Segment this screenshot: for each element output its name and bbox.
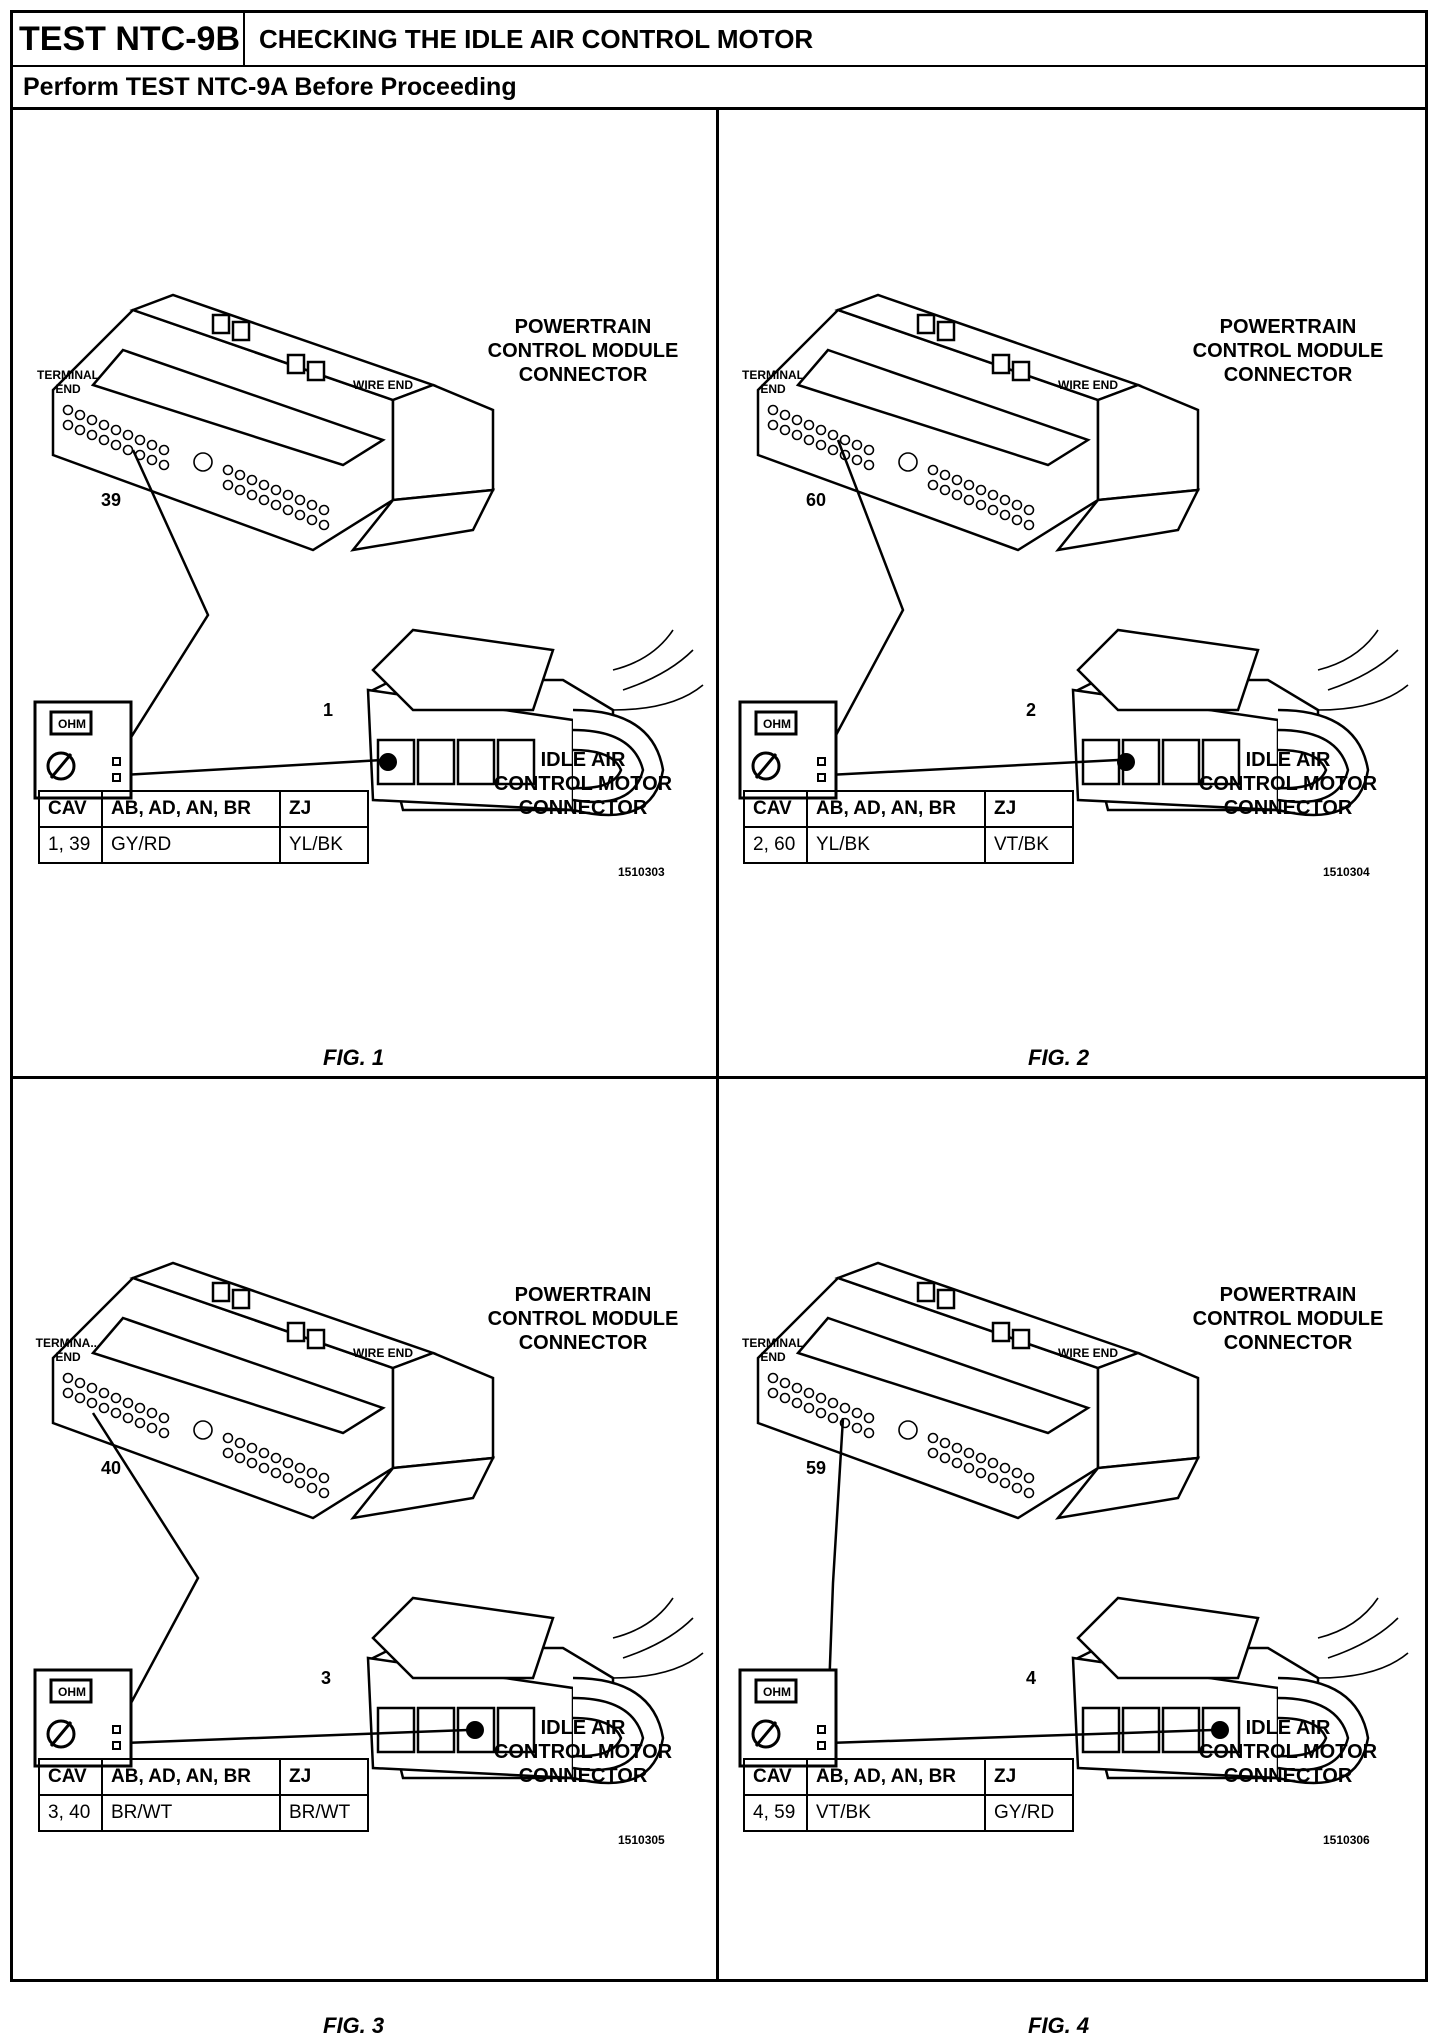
- table-header-models: AB, AD, AN, BR: [101, 1758, 281, 1796]
- figure-label: FIG. 1: [323, 1045, 385, 1070]
- figure-label: FIG. 4: [1028, 2013, 1090, 2038]
- terminal-end-label: TERMINAL END: [742, 368, 804, 396]
- test-id: TEST NTC-9B: [13, 13, 245, 65]
- table-row: 1, 39 GY/RD YL/BK: [38, 826, 369, 864]
- table-header-cav: CAV: [743, 1758, 808, 1796]
- connector-illustration: [51, 1261, 704, 1785]
- ohm-label: OHM: [58, 1685, 86, 1699]
- figure-label: FIG. 3: [323, 2013, 385, 2038]
- table-header-models: AB, AD, AN, BR: [806, 790, 986, 828]
- test-subtitle: Perform TEST NTC-9A Before Proceeding: [23, 73, 517, 101]
- header-row: TEST NTC-9B CHECKING THE IDLE AIR CONTRO…: [13, 13, 1425, 67]
- table-header-models: AB, AD, AN, BR: [101, 790, 281, 828]
- table-header-cav: CAV: [38, 1758, 103, 1796]
- connector-illustration: [51, 293, 704, 817]
- iac-pin-number: 1: [323, 700, 334, 720]
- terminal-end-label: TERMINA... END: [35, 1336, 101, 1364]
- table-cell-models: BR/WT: [101, 1794, 281, 1832]
- iac-pin-number: 4: [1026, 1668, 1037, 1688]
- pcm-pin-number: 39: [101, 490, 122, 510]
- table-header-row: CAV AB, AD, AN, BR ZJ: [743, 790, 1074, 828]
- terminal-end-label: TERMINAL END: [742, 1336, 804, 1364]
- ohmmeter-icon: [33, 700, 133, 800]
- table-header-zj: ZJ: [279, 790, 369, 828]
- iac-pin-number: 2: [1026, 700, 1037, 720]
- table-cell-zj: YL/BK: [279, 826, 369, 864]
- table-cell-zj: VT/BK: [984, 826, 1074, 864]
- pcm-pin-number: 60: [806, 490, 827, 510]
- cavity-wire-table: CAV AB, AD, AN, BR ZJ 3, 40 BR/WT BR/WT: [38, 1758, 369, 1832]
- pcm-pin-number: 59: [806, 1458, 827, 1478]
- table-cell-zj: GY/RD: [984, 1794, 1074, 1832]
- table-cell-models: YL/BK: [806, 826, 986, 864]
- table-row: 3, 40 BR/WT BR/WT: [38, 1794, 369, 1832]
- table-cell-cav: 4, 59: [743, 1794, 808, 1832]
- horizontal-divider: [13, 1076, 1425, 1079]
- table-row: 2, 60 YL/BK VT/BK: [743, 826, 1074, 864]
- wire-end-label: WIRE END: [1058, 1346, 1118, 1360]
- figure-code: 1510306: [1323, 1833, 1370, 1847]
- ohm-label: OHM: [58, 717, 86, 731]
- wire-end-label: WIRE END: [353, 378, 413, 392]
- cavity-wire-table: CAV AB, AD, AN, BR ZJ 2, 60 YL/BK VT/BK: [743, 790, 1074, 864]
- terminal-end-label: TERMINAL END: [37, 368, 99, 396]
- ohm-label: OHM: [763, 1685, 791, 1699]
- table-header-models: AB, AD, AN, BR: [806, 1758, 986, 1796]
- figure-code: 1510303: [618, 865, 665, 879]
- cavity-wire-table: CAV AB, AD, AN, BR ZJ 4, 59 VT/BK GY/RD: [743, 1758, 1074, 1832]
- ohmmeter-icon: [738, 700, 838, 800]
- table-header-zj: ZJ: [279, 1758, 369, 1796]
- table-header-zj: ZJ: [984, 790, 1074, 828]
- test-title: CHECKING THE IDLE AIR CONTROL MOTOR: [259, 24, 814, 54]
- wire-end-label: WIRE END: [1058, 378, 1118, 392]
- vertical-divider: [716, 110, 719, 1980]
- table-header-row: CAV AB, AD, AN, BR ZJ: [743, 1758, 1074, 1796]
- table-header-cav: CAV: [743, 790, 808, 828]
- pcm-pin-number: 40: [101, 1458, 122, 1478]
- test-sheet: TEST NTC-9B CHECKING THE IDLE AIR CONTRO…: [10, 10, 1428, 1982]
- table-row: 4, 59 VT/BK GY/RD: [743, 1794, 1074, 1832]
- table-header-cav: CAV: [38, 790, 103, 828]
- figure-code: 1510305: [618, 1833, 665, 1847]
- table-cell-models: VT/BK: [806, 1794, 986, 1832]
- table-cell-cav: 2, 60: [743, 826, 808, 864]
- table-cell-models: GY/RD: [101, 826, 281, 864]
- table-cell-cav: 1, 39: [38, 826, 103, 864]
- iac-pin-number: 3: [321, 1668, 332, 1688]
- connector-illustration: [756, 1261, 1409, 1785]
- cavity-wire-table: CAV AB, AD, AN, BR ZJ 1, 39 GY/RD YL/BK: [38, 790, 369, 864]
- table-cell-cav: 3, 40: [38, 1794, 103, 1832]
- table-header-row: CAV AB, AD, AN, BR ZJ: [38, 790, 369, 828]
- table-cell-zj: BR/WT: [279, 1794, 369, 1832]
- figure-label: FIG. 2: [1028, 1045, 1090, 1070]
- ohm-label: OHM: [763, 717, 791, 731]
- wire-end-label: WIRE END: [353, 1346, 413, 1360]
- connector-illustration: [756, 293, 1409, 817]
- figure-code: 1510304: [1323, 865, 1370, 879]
- ohmmeter-icon: [738, 1668, 838, 1768]
- subtitle-row: Perform TEST NTC-9A Before Proceeding: [13, 67, 1425, 110]
- ohmmeter-icon: [33, 1668, 133, 1768]
- table-header-zj: ZJ: [984, 1758, 1074, 1796]
- table-header-row: CAV AB, AD, AN, BR ZJ: [38, 1758, 369, 1796]
